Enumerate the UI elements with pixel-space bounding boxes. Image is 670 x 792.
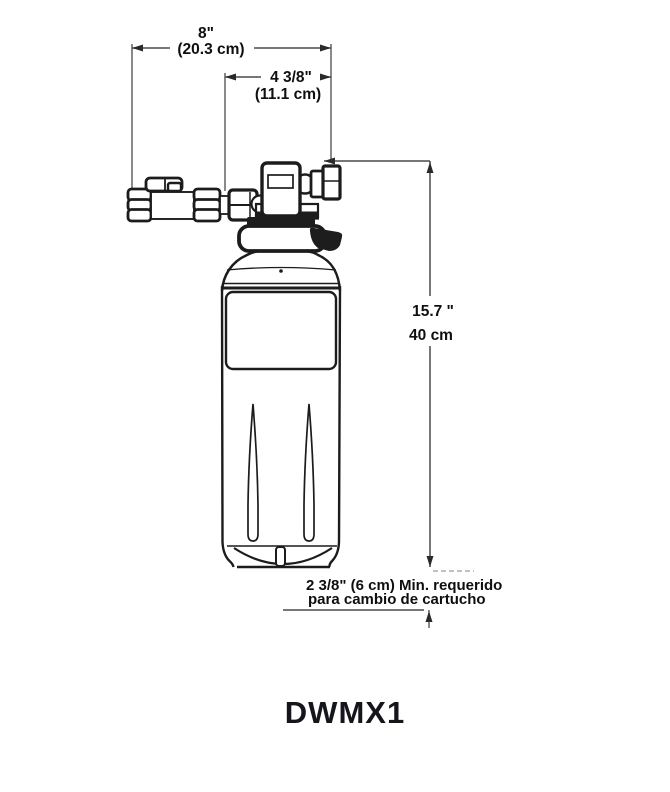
filter-unit [126,161,343,569]
head-body [260,161,302,218]
filter-cartridge [220,217,343,569]
cartridge-label-area [224,290,338,371]
head-width-metric-label: (11.1 cm) [255,86,321,103]
arrow-down-icon [426,556,434,567]
base-center-tab [275,546,286,567]
inlet-valve-assembly [126,176,270,223]
arrow-left-icon [225,73,236,81]
filter-head [254,161,342,220]
arrow-right-icon [320,73,331,81]
clearance-note-line1: 2 3/8" (6 cm) Min. requerido [306,577,502,594]
label-backplate [170,40,254,57]
shoulder-seam-line [226,266,337,271]
height-metric-label: 40 cm [409,327,453,344]
head-width-inches-label: 4 3/8" [270,69,312,86]
arrow-left-icon [132,44,143,52]
clearance-note-line2: para cambio de cartucho [308,591,486,608]
dimension-texts: 8" (20.3 cm) 4 3/8" (11.1 cm) 15.7 " 40 … [177,25,502,608]
body-rib-right [303,403,315,542]
inlet-nut-ridge [126,208,153,223]
dimension-label-backplates [170,40,466,346]
label-backplate [261,66,321,84]
arrow-left-icon [324,157,335,165]
dimension-arrowheads [132,44,434,622]
head-window [267,174,294,189]
valve-body [150,191,195,220]
retaining-clip [309,227,343,251]
height-inches-label: 15.7 " [412,303,454,320]
outlet-nut [321,164,342,201]
body-side-right [328,285,342,568]
shoulder-vent-dot [279,269,283,273]
body-side-left [220,285,235,568]
arrow-right-icon [320,44,331,52]
outlet-collar [309,169,325,199]
body-rib-left [247,403,259,542]
lever-pivot [166,181,183,193]
model-title: DWMX1 [285,695,405,730]
coupling-nut-ridge [192,208,222,223]
overall-width-inches-label: 8" [198,25,214,42]
arrow-up-icon [425,611,433,622]
overall-width-metric-label: (20.3 cm) [177,41,244,58]
arrow-up-icon [426,162,434,173]
label-backplate [402,296,466,346]
